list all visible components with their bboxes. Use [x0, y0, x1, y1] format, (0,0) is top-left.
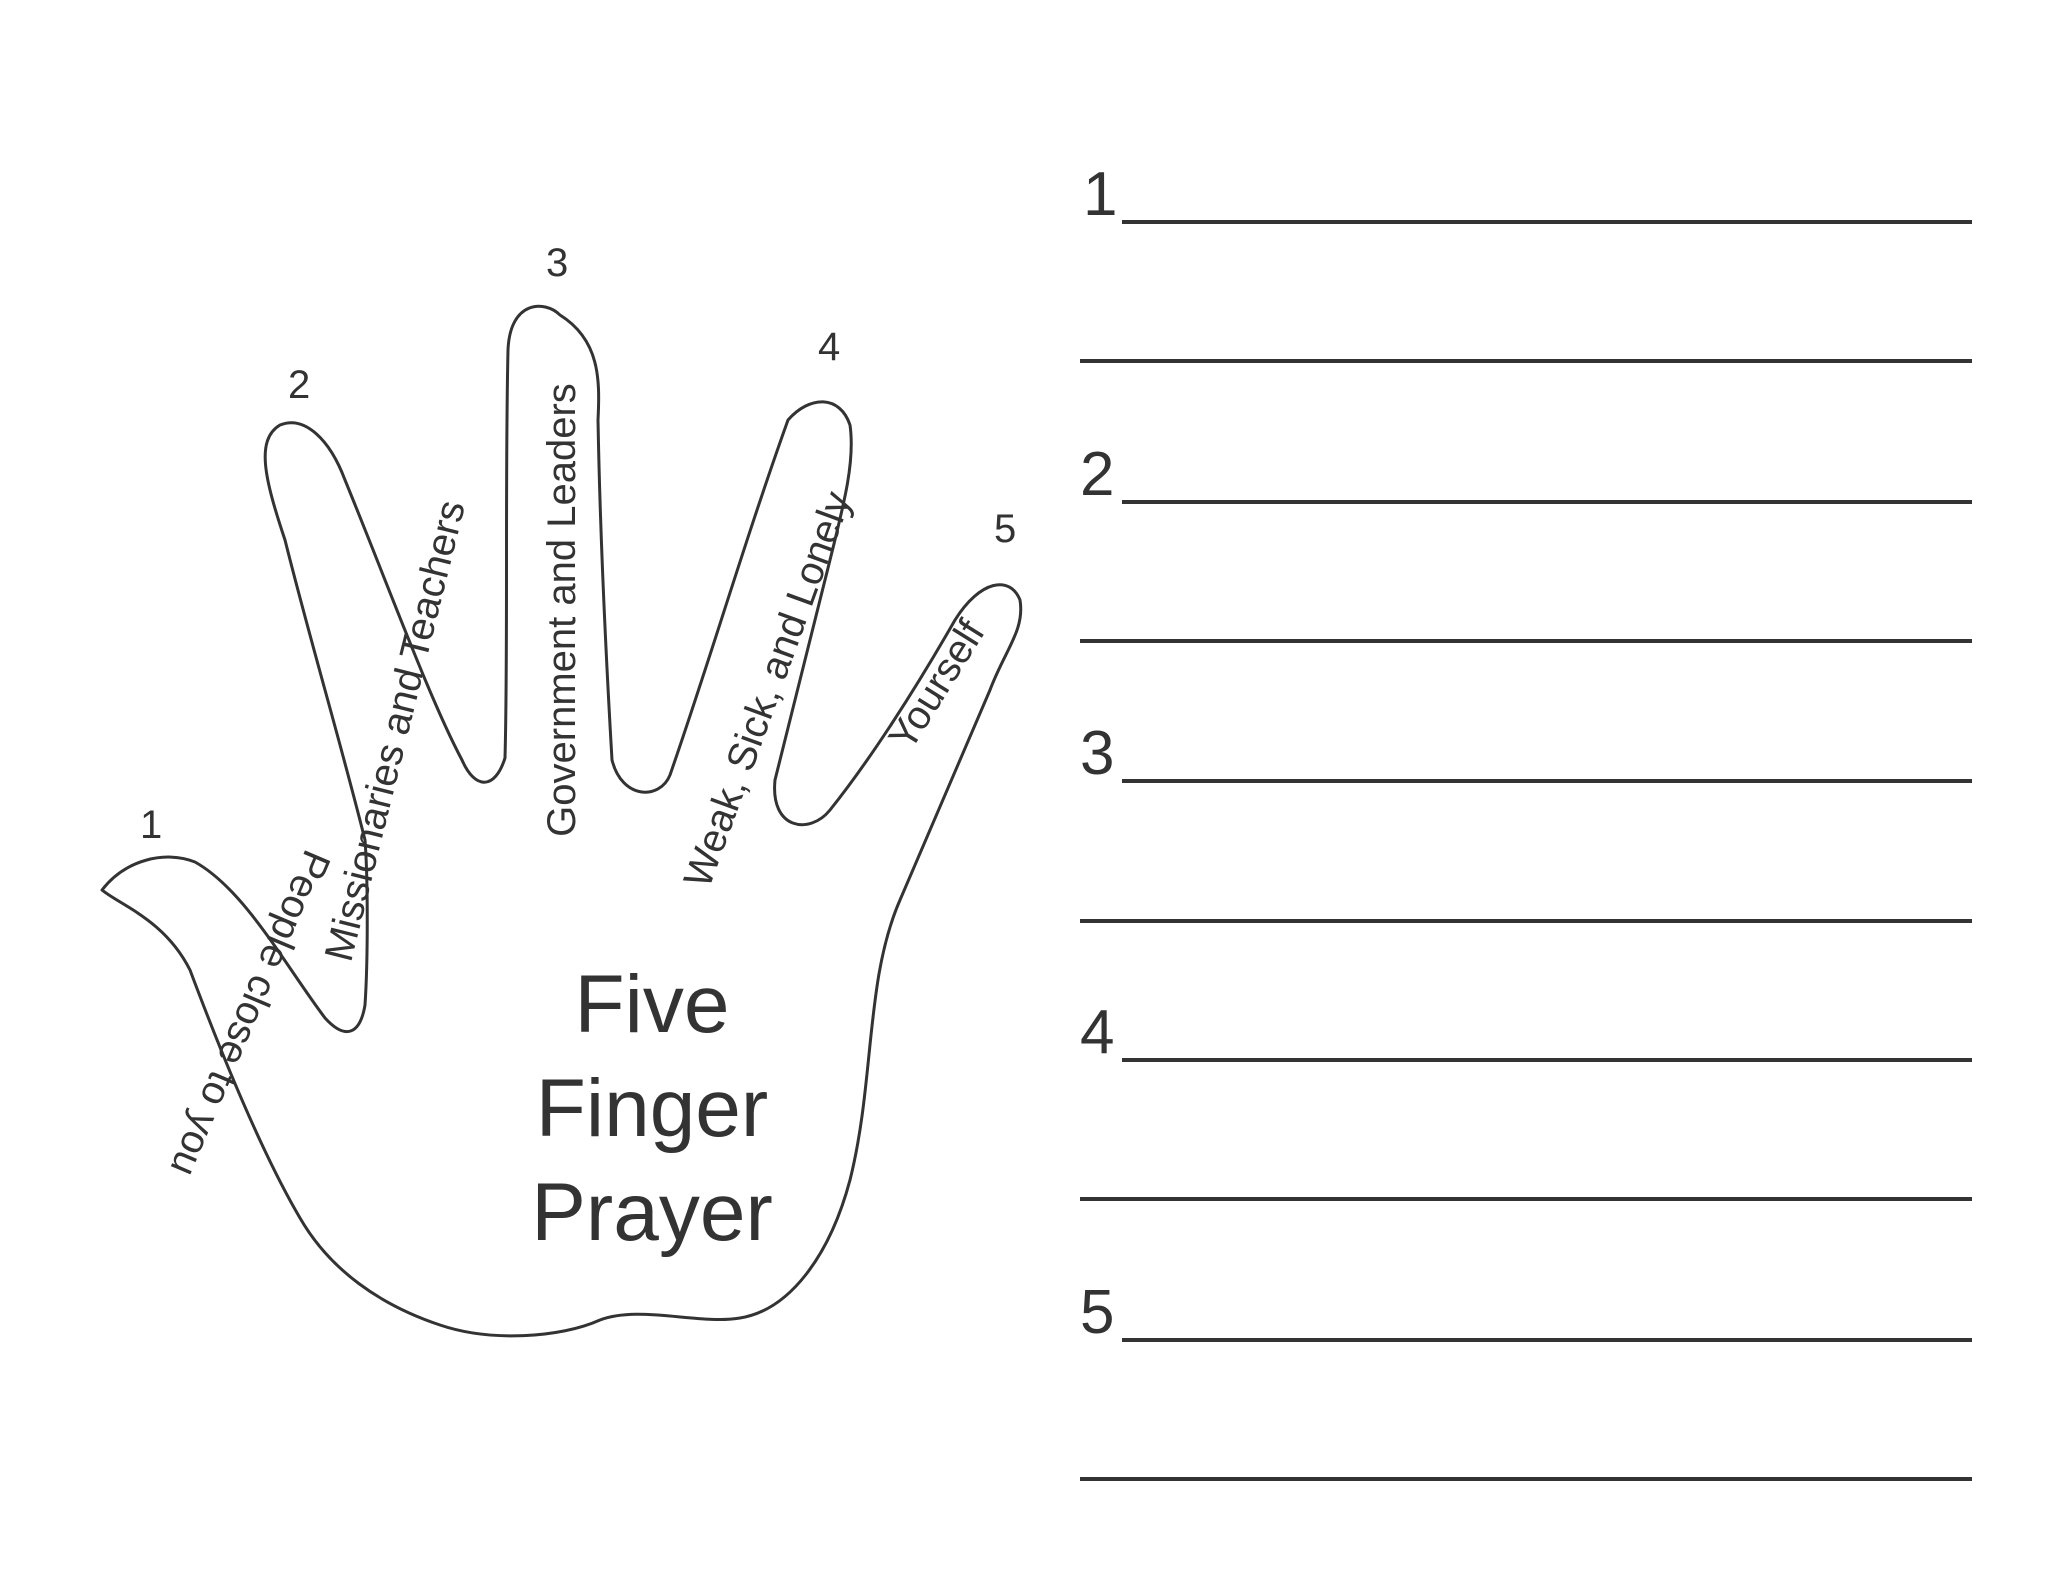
- write-line-1a[interactable]: [1122, 220, 1972, 224]
- finger-number-3: 3: [546, 241, 568, 285]
- write-line-2a[interactable]: [1122, 500, 1972, 504]
- finger-number-5: 5: [994, 507, 1016, 551]
- hand-outline: [100, 304, 1023, 1338]
- finger-number-2: 2: [288, 363, 310, 407]
- finger-label-middle: Government and Leaders: [540, 383, 584, 837]
- write-line-3b[interactable]: [1080, 919, 1972, 923]
- write-line-2b[interactable]: [1080, 639, 1972, 643]
- palm-title-line-3: Prayer: [531, 1167, 773, 1258]
- write-line-5a[interactable]: [1122, 1338, 1972, 1342]
- write-line-1b[interactable]: [1080, 359, 1972, 363]
- palm-title-line-1: Five: [575, 959, 730, 1050]
- palm-title-line-2: Finger: [536, 1063, 768, 1154]
- line-number-1: 1: [1083, 160, 1118, 229]
- line-number-5: 5: [1080, 1278, 1115, 1347]
- finger-number-4: 4: [818, 325, 840, 369]
- write-line-4a[interactable]: [1122, 1058, 1972, 1062]
- line-number-4: 4: [1080, 998, 1115, 1067]
- write-line-4b[interactable]: [1080, 1197, 1972, 1201]
- write-line-5b[interactable]: [1080, 1477, 1972, 1481]
- write-line-3a[interactable]: [1122, 779, 1972, 783]
- line-number-2: 2: [1080, 440, 1115, 509]
- finger-number-1: 1: [140, 803, 162, 847]
- line-number-3: 3: [1080, 719, 1115, 788]
